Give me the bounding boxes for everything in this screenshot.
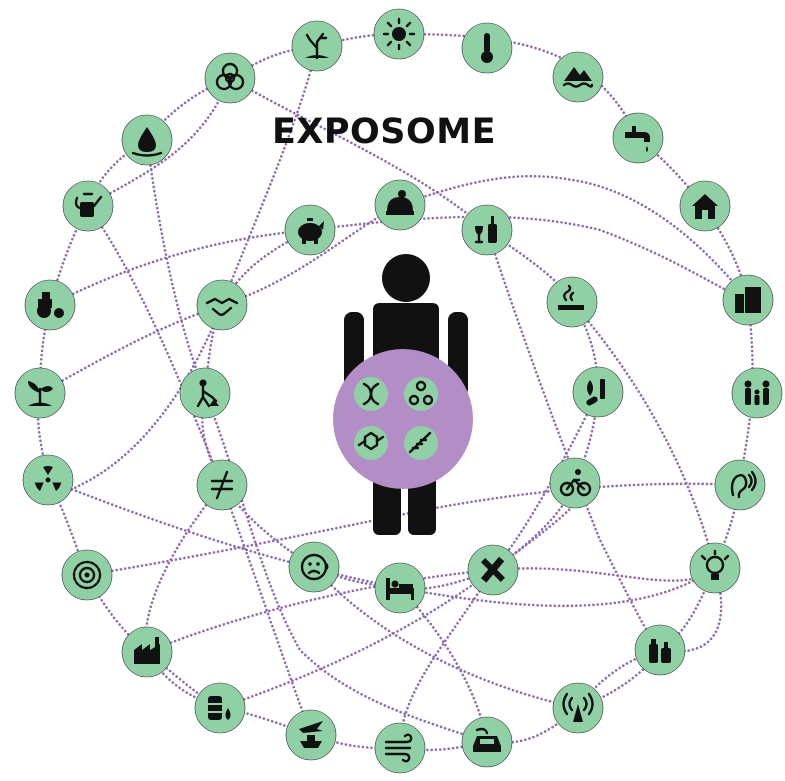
oil-barrels-icon [194, 682, 246, 734]
ear-noise-icon [714, 459, 766, 511]
exposure-nodes [14, 8, 783, 774]
inequality-icon [196, 459, 248, 511]
wireless-signal-icon [552, 682, 604, 734]
wind-icon [374, 722, 426, 774]
cycling-icon [549, 457, 601, 509]
biohazard-icon [204, 52, 256, 104]
dead-tree-icon [291, 20, 343, 72]
worker-icon [179, 367, 231, 419]
smoking-icon [546, 276, 598, 328]
sun-icon [373, 8, 425, 60]
piggy-bank-icon [284, 204, 336, 256]
handshake-icon [196, 279, 248, 331]
saw-blade-icon [61, 549, 113, 601]
drugs-icon [572, 366, 624, 418]
water-drop-icon [121, 114, 173, 166]
cleaning-products-icon [634, 624, 686, 676]
car-traffic-icon [461, 716, 513, 768]
tractor-icon [24, 279, 76, 331]
plane-ship-icon [285, 709, 337, 761]
proteins-icon [404, 426, 438, 460]
water-tap-icon [612, 112, 664, 164]
factory-icon [121, 626, 173, 678]
dna-icon [354, 377, 388, 411]
factories-building-icon [722, 274, 774, 326]
light-bulb-icon [689, 542, 741, 594]
wine-icon [461, 204, 513, 256]
omics-disc [333, 349, 473, 489]
radiation-icon [22, 454, 74, 506]
food-icon [374, 179, 426, 231]
mountains-icon [552, 51, 604, 103]
molecule-icon [404, 377, 438, 411]
house-icon [679, 180, 731, 232]
study-tools-icon [467, 544, 519, 596]
watering-can-icon [62, 180, 114, 232]
thermometer-icon [461, 22, 513, 74]
plant-icon [14, 367, 66, 419]
bed-icon [374, 562, 426, 614]
page-title: EXPOSOME [272, 112, 496, 152]
family-icon [731, 367, 783, 419]
stress-face-icon [288, 541, 340, 593]
chemical-structure-icon [354, 426, 388, 460]
